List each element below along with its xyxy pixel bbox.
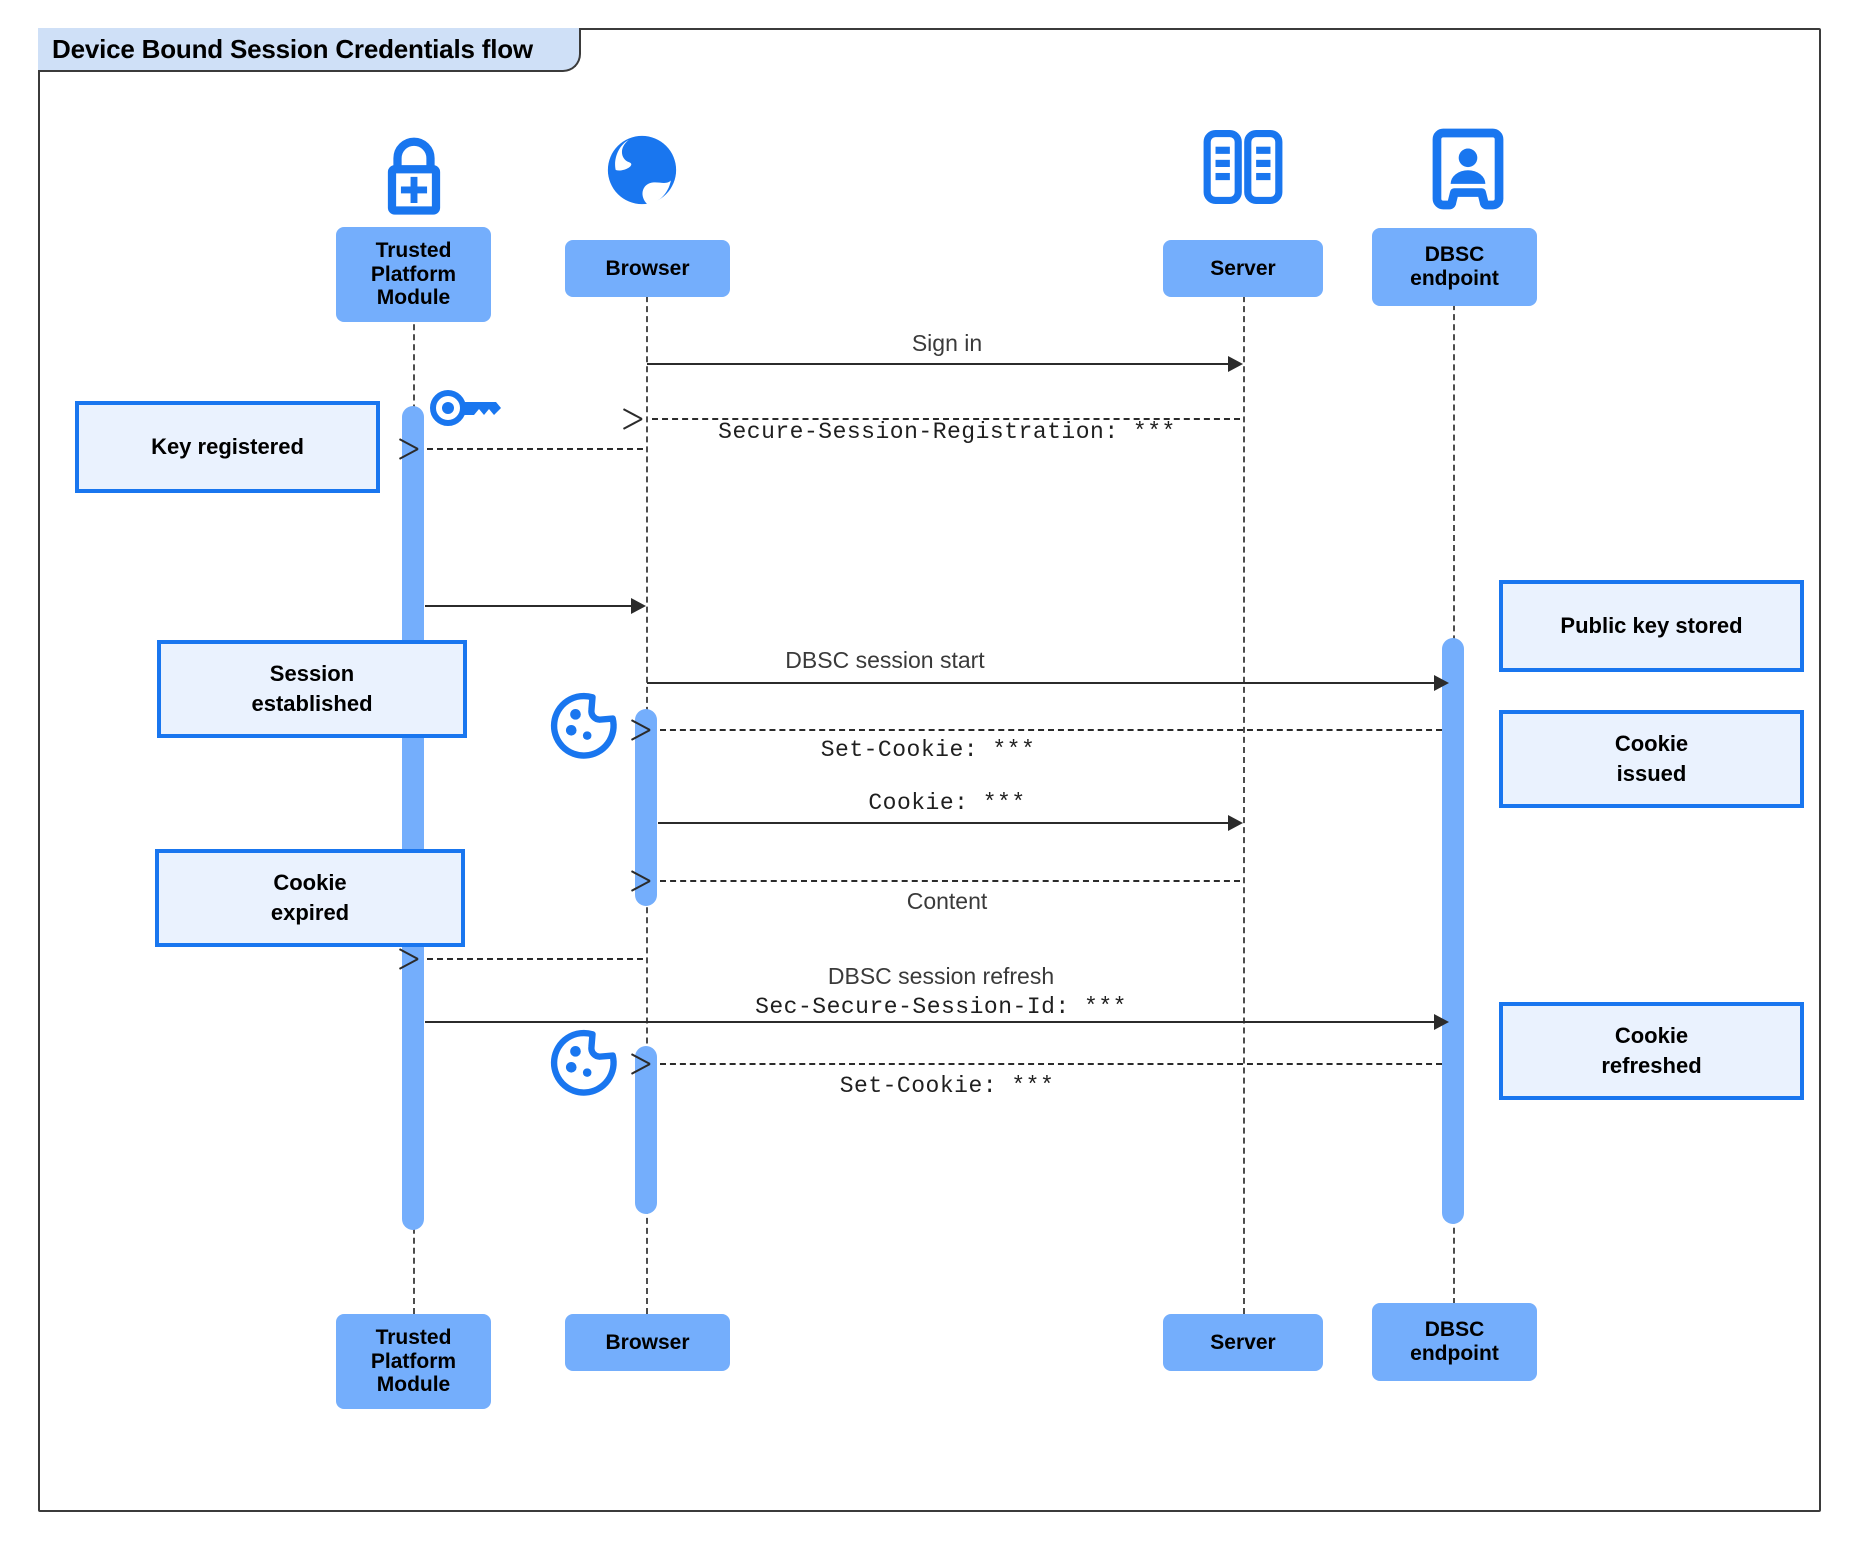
participant-label-line1: Trusted bbox=[375, 1326, 452, 1350]
message-label-set-cookie-2: Set-Cookie: *** bbox=[839, 1073, 1055, 1099]
cookie-icon bbox=[550, 1029, 618, 1097]
participant-label-line2: Platform bbox=[370, 1349, 457, 1373]
note-text: Cookie issued bbox=[1615, 729, 1688, 788]
participant-label-line2: endpoint bbox=[1410, 1342, 1499, 1365]
participant-server-bottom[interactable]: Server bbox=[1163, 1314, 1323, 1371]
participant-label: DBSC endpoint bbox=[1410, 1318, 1499, 1365]
note-public-key-stored: Public key stored bbox=[1499, 580, 1804, 672]
message-line-browser-to-tpm-refresh bbox=[427, 958, 643, 960]
message-label-sign-in: Sign in bbox=[911, 330, 983, 356]
arrow-head-dbsc-session-start bbox=[1434, 675, 1449, 691]
message-label-cookie-request: Cookie: *** bbox=[868, 790, 1026, 816]
participant-label: Trusted Platform Module bbox=[371, 239, 456, 310]
lock-plus-icon bbox=[370, 128, 458, 216]
note-text-line2: established bbox=[251, 691, 373, 716]
participant-label-line2: endpoint bbox=[1410, 267, 1499, 290]
participant-label-line3: Module bbox=[376, 1373, 451, 1397]
message-line-set-cookie-2 bbox=[660, 1063, 1442, 1065]
activation-dbsc bbox=[1442, 638, 1464, 1224]
message-label-dbsc-session-refresh: DBSC session refresh bbox=[827, 963, 1055, 989]
message-line-secure-session-registration bbox=[652, 418, 1240, 420]
message-label-content: Content bbox=[906, 888, 988, 914]
message-line-cookie-request bbox=[658, 822, 1236, 824]
activation-tpm bbox=[402, 406, 424, 1230]
message-line-dbsc-session-start bbox=[647, 682, 1447, 684]
participant-browser-top[interactable]: Browser bbox=[565, 240, 730, 297]
participant-server-top[interactable]: Server bbox=[1163, 240, 1323, 297]
participant-label: Server bbox=[1210, 256, 1276, 280]
message-line-dbsc-session-refresh bbox=[425, 1021, 1447, 1023]
participant-tpm-top[interactable]: Trusted Platform Module bbox=[336, 227, 491, 322]
arrow-head-dbsc-session-refresh bbox=[1434, 1014, 1449, 1030]
note-text-line2: expired bbox=[270, 900, 350, 925]
id-badge-icon bbox=[1432, 128, 1504, 210]
participant-label-line1: DBSC bbox=[1424, 1318, 1485, 1342]
participant-dbsc-top[interactable]: DBSC endpoint bbox=[1372, 228, 1537, 306]
participant-label: Browser bbox=[605, 256, 690, 280]
note-key-registered: Key registered bbox=[75, 401, 380, 493]
participant-label: DBSC endpoint bbox=[1410, 243, 1499, 290]
arrow-head-tpm-to-browser-key bbox=[631, 598, 646, 614]
key-icon bbox=[428, 383, 502, 433]
arrow-head-browser-to-tpm-refresh bbox=[418, 947, 438, 969]
arrow-head-secure-session-registration bbox=[642, 407, 662, 429]
arrow-head-content bbox=[650, 869, 670, 891]
message-label-secure-session-registration: Secure-Session-Registration: *** bbox=[718, 419, 1176, 445]
message-line-browser-to-tpm-register bbox=[427, 448, 643, 450]
participant-label: Browser bbox=[605, 1330, 690, 1354]
note-text: Session established bbox=[251, 659, 372, 718]
note-cookie-issued: Cookie issued bbox=[1499, 710, 1804, 808]
message-label-set-cookie-1: Set-Cookie: *** bbox=[820, 737, 1036, 763]
participant-label-line3: Module bbox=[376, 286, 451, 310]
arrow-head-cookie-request bbox=[1228, 815, 1243, 831]
message-line-tpm-to-browser-key bbox=[425, 605, 640, 607]
cookie-icon bbox=[550, 692, 618, 760]
arrow-head-browser-to-tpm-register bbox=[418, 437, 438, 459]
note-text: Cookie expired bbox=[271, 868, 349, 927]
note-text-line1: Cookie bbox=[273, 870, 347, 896]
note-text: Public key stored bbox=[1560, 613, 1743, 639]
participant-browser-bottom[interactable]: Browser bbox=[565, 1314, 730, 1371]
note-text-line1: Cookie bbox=[1614, 1023, 1689, 1049]
participant-label: Server bbox=[1210, 1330, 1276, 1354]
globe-icon bbox=[600, 128, 684, 212]
note-cookie-expired: Cookie expired bbox=[155, 849, 465, 947]
note-text-line1: Session bbox=[269, 661, 355, 687]
message-line-sign-in bbox=[647, 363, 1237, 365]
lifeline-server bbox=[1243, 246, 1245, 1314]
message-label-sec-secure-session-id: Sec-Secure-Session-Id: *** bbox=[755, 994, 1127, 1020]
message-label-dbsc-session-start: DBSC session start bbox=[785, 647, 985, 673]
activation-browser-1 bbox=[635, 709, 657, 906]
participant-label-line2: Platform bbox=[370, 262, 457, 286]
participant-label-line1: DBSC bbox=[1424, 243, 1485, 267]
note-text-line2: issued bbox=[1616, 761, 1687, 786]
note-text: Key registered bbox=[151, 434, 304, 460]
activation-browser-2 bbox=[635, 1046, 657, 1214]
note-text-line2: refreshed bbox=[1601, 1053, 1702, 1078]
message-line-content bbox=[660, 880, 1240, 882]
note-text-line1: Cookie bbox=[1614, 731, 1689, 757]
note-session-established: Session established bbox=[157, 640, 467, 738]
message-line-set-cookie-1 bbox=[660, 729, 1442, 731]
arrow-head-set-cookie-1 bbox=[650, 718, 670, 740]
diagram-frame bbox=[38, 28, 1821, 1512]
note-text: Cookie refreshed bbox=[1601, 1021, 1701, 1080]
participant-label: Trusted Platform Module bbox=[371, 1326, 456, 1397]
diagram-title: Device Bound Session Credentials flow bbox=[38, 28, 581, 72]
participant-tpm-bottom[interactable]: Trusted Platform Module bbox=[336, 1314, 491, 1409]
participant-label-line1: Trusted bbox=[375, 239, 452, 263]
arrow-head-set-cookie-2 bbox=[650, 1052, 670, 1074]
arrow-head-sign-in bbox=[1228, 356, 1243, 372]
participant-dbsc-bottom[interactable]: DBSC endpoint bbox=[1372, 1303, 1537, 1381]
server-racks-icon bbox=[1200, 128, 1286, 206]
note-cookie-refreshed: Cookie refreshed bbox=[1499, 1002, 1804, 1100]
